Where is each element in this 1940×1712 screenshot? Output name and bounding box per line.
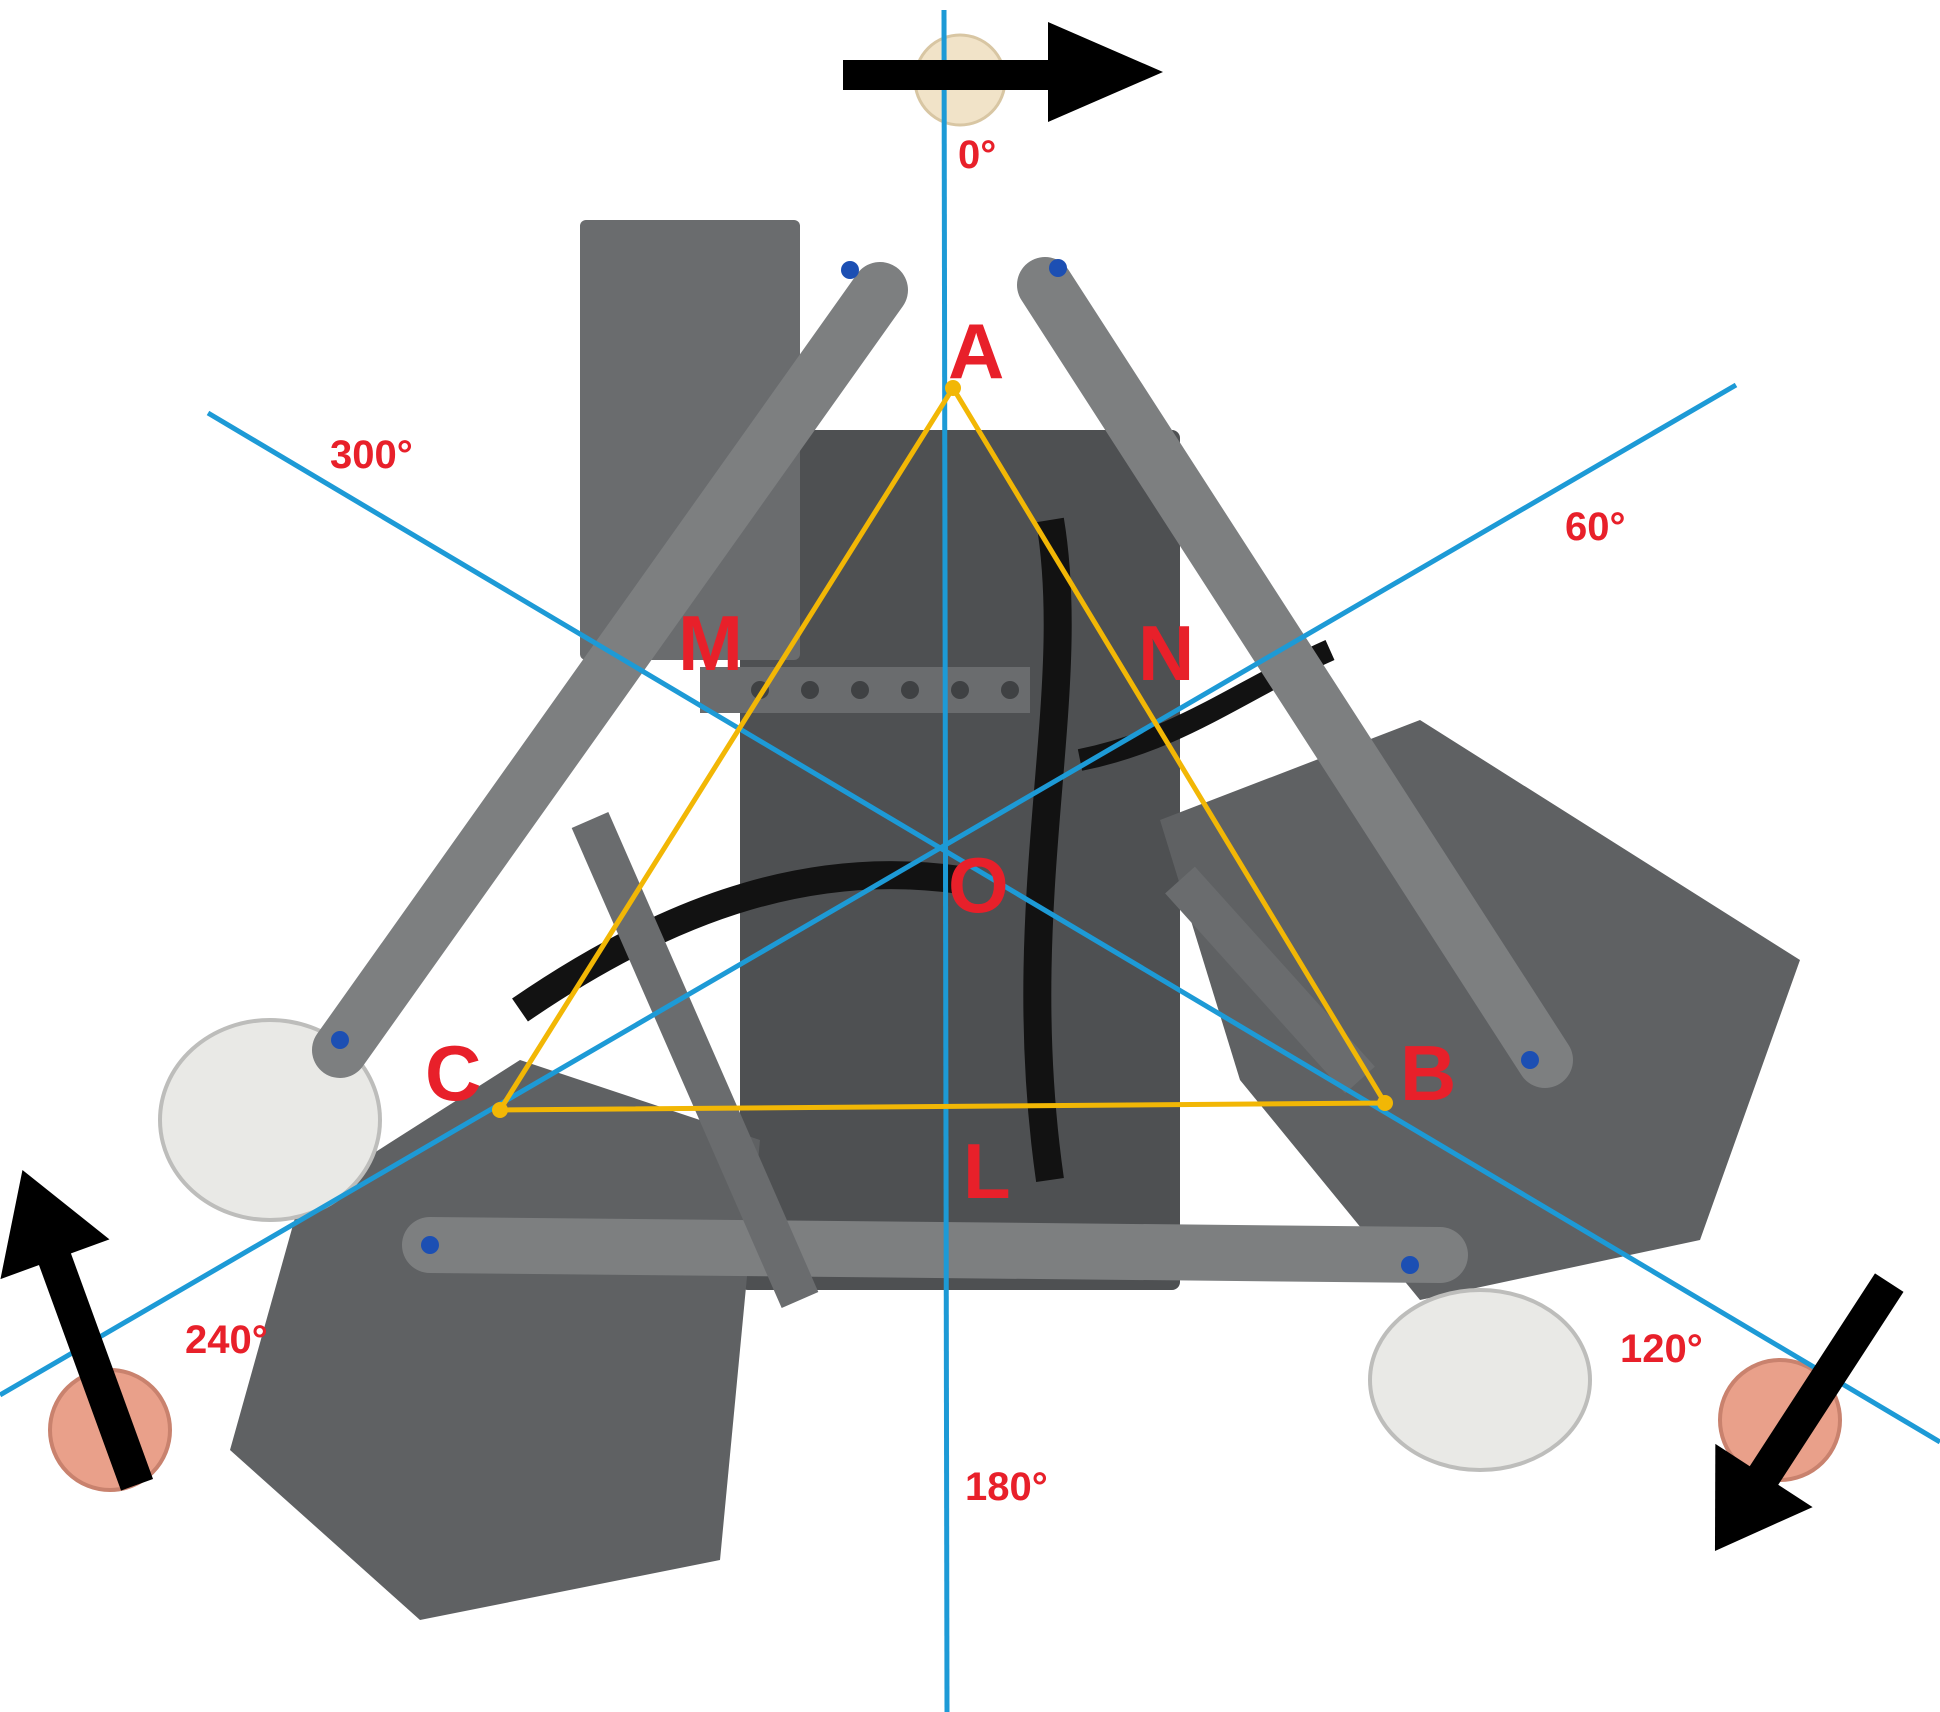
point-label-m: M [678,599,743,687]
point-label-n: N [1138,609,1194,697]
axis-60-240 [0,382,1738,1398]
angle-label-240: 240° [185,1318,268,1362]
point-label-o: O [948,841,1009,929]
angle-label-60: 60° [1565,505,1626,549]
point-label-c: C [425,1029,481,1117]
point-label-l: L [963,1127,1011,1215]
angle-label-180: 180° [965,1465,1048,1509]
angle-label-120: 120° [1620,1327,1703,1371]
arrow-up-left-icon [0,1169,154,1491]
axis-120-300 [206,410,1940,1445]
axis-0-180 [941,9,950,1712]
robot-body [48,33,1842,1620]
wheel-triangle [495,383,1390,1113]
arrow-down-left-icon [1714,1273,1904,1551]
point-label-b: B [1400,1029,1456,1117]
angle-label-0: 0° [958,133,996,177]
point-label-a: A [948,307,1004,395]
angle-label-300: 300° [330,433,413,477]
axis-lines [0,9,1940,1712]
arrow-right-icon [843,22,1163,122]
